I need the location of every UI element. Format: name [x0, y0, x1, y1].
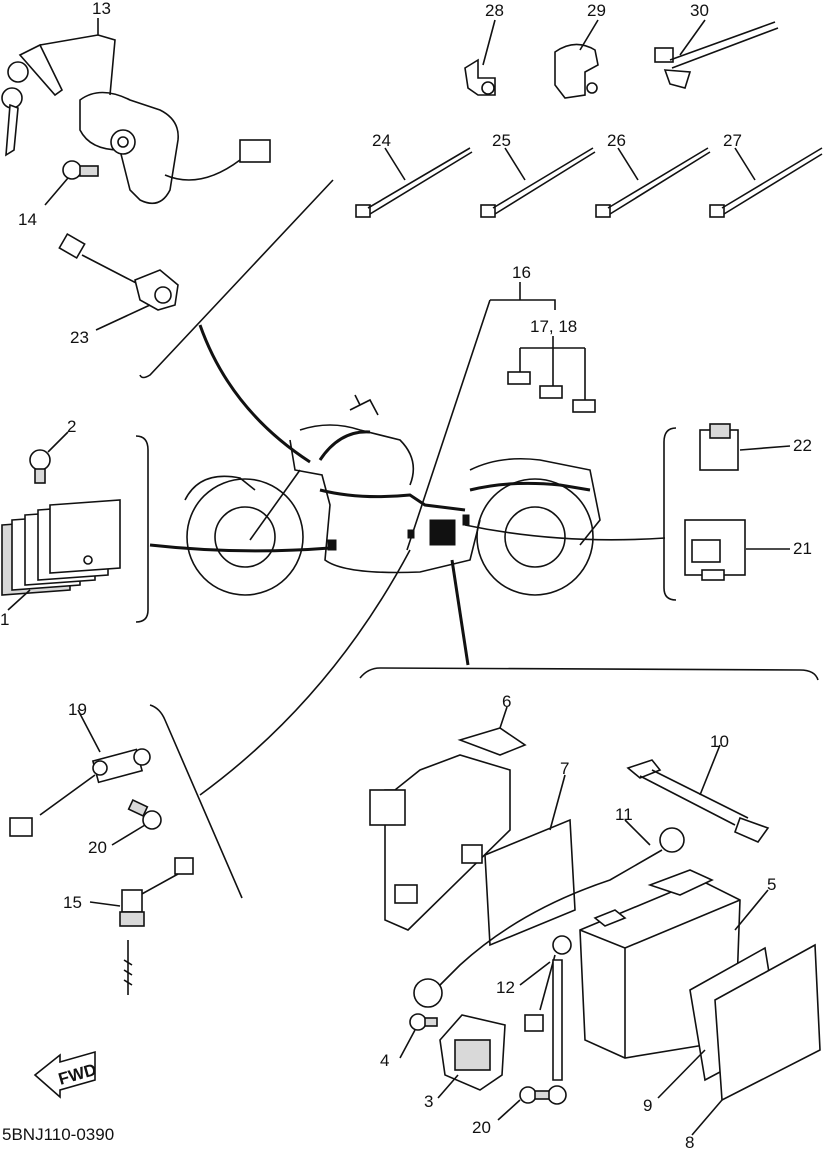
- lead-part-11: [413, 827, 685, 1008]
- callout-9: 9: [643, 1096, 652, 1115]
- callout-3: 3: [424, 1092, 433, 1111]
- sensor-part-19: [9, 748, 151, 837]
- callout-13: 13: [92, 0, 111, 18]
- callout-2: 2: [67, 417, 76, 436]
- callout-16: 16: [512, 263, 531, 282]
- lead-part-12: [524, 935, 572, 1105]
- relay-part-21: [684, 519, 746, 581]
- clamp-part-28: [464, 58, 496, 96]
- cable-tie-part-26: [595, 147, 711, 218]
- leader-lines: [149, 299, 666, 796]
- starter-relay-part-3: [439, 1014, 506, 1091]
- battery-case-part-6: [369, 727, 527, 931]
- callout-12: 12: [496, 978, 515, 997]
- callout-21: 21: [793, 539, 812, 558]
- bolt-part-2: [29, 449, 51, 484]
- rectifier-part-1: [1, 499, 121, 596]
- main-switch-part-13: [1, 43, 271, 205]
- callout-6: 6: [502, 692, 511, 711]
- relay-part-22: [699, 423, 739, 471]
- callout-27: 27: [723, 131, 742, 150]
- pad-part-8: [714, 943, 821, 1102]
- switch-part-15: [119, 857, 194, 995]
- callout-8: 8: [685, 1133, 694, 1150]
- callout-10: 10: [710, 732, 729, 751]
- cable-tie-part-25: [480, 147, 596, 218]
- band-part-10: [626, 759, 770, 843]
- callout-7: 7: [560, 759, 569, 778]
- group-brackets: [135, 179, 819, 899]
- fwd-arrow-icon: FWD: [33, 1050, 99, 1099]
- callout-4: 4: [380, 1051, 389, 1070]
- callout-17-18: 17, 18: [530, 317, 577, 336]
- screw-part-20-lower: [519, 1086, 550, 1104]
- screw-part-20-upper: [127, 799, 162, 830]
- callout-leaders: [7, 18, 791, 1136]
- callout-25: 25: [492, 131, 511, 150]
- cover-part-7: [484, 818, 576, 947]
- callout-22: 22: [793, 436, 812, 455]
- callout-23: 23: [70, 328, 89, 347]
- diagram-code: 5BNJ110-0390: [2, 1125, 114, 1144]
- sensor-part-23: [58, 232, 179, 311]
- callout-5: 5: [767, 875, 776, 894]
- callout-26: 26: [607, 131, 626, 150]
- callout-11: 11: [615, 805, 633, 824]
- callout-19: 19: [68, 700, 87, 719]
- callout-14: 14: [18, 210, 37, 229]
- clamp-part-29: [554, 43, 599, 99]
- callout-20-lower: 20: [472, 1118, 491, 1137]
- bolt-part-14: [62, 160, 99, 180]
- callout-15: 15: [63, 893, 82, 912]
- callout-20-upper: 20: [88, 838, 107, 857]
- callout-29: 29: [587, 1, 606, 20]
- cable-tie-part-24: [355, 147, 473, 218]
- callout-1: 1: [0, 610, 9, 629]
- cable-tie-part-27: [709, 147, 823, 218]
- bolt-part-4: [409, 1013, 438, 1031]
- motorcycle-outline: [184, 394, 601, 596]
- callout-24: 24: [372, 131, 391, 150]
- callout-30: 30: [690, 1, 709, 20]
- clamp-part-30: [654, 21, 779, 89]
- callout-28: 28: [485, 1, 504, 20]
